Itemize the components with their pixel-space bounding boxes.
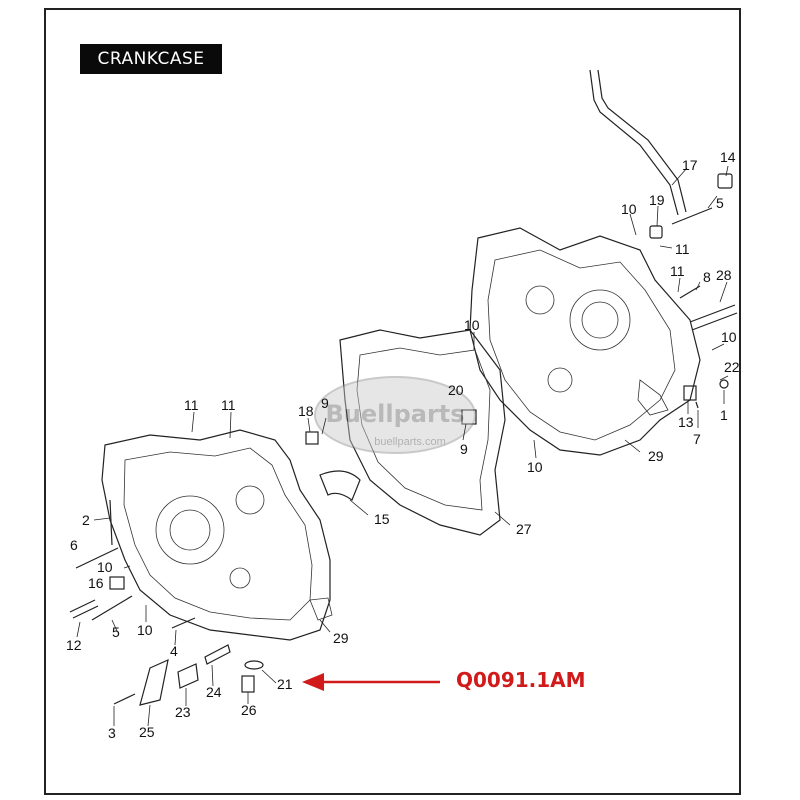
label-13: 13 bbox=[678, 414, 694, 430]
label-3: 3 bbox=[108, 725, 116, 741]
label-21: 21 bbox=[277, 676, 293, 692]
label-11c: 11 bbox=[184, 397, 199, 413]
watermark: Buellparts buellparts.com bbox=[314, 376, 476, 454]
label-10f: 10 bbox=[137, 622, 153, 638]
label-22: 22 bbox=[724, 359, 740, 375]
label-10b: 10 bbox=[721, 329, 737, 345]
label-18: 18 bbox=[298, 403, 314, 419]
label-14: 14 bbox=[720, 149, 736, 165]
label-10d: 10 bbox=[464, 317, 480, 333]
label-25: 25 bbox=[139, 724, 155, 740]
label-10a: 10 bbox=[621, 201, 637, 217]
label-11d: 11 bbox=[221, 397, 236, 413]
label-11a: 11 bbox=[675, 241, 690, 257]
label-15: 15 bbox=[374, 511, 390, 527]
breather-hose bbox=[589, 69, 687, 216]
label-19: 19 bbox=[649, 192, 665, 208]
watermark-url: buellparts.com bbox=[374, 436, 446, 448]
label-9b: 9 bbox=[460, 441, 468, 457]
label-1: 1 bbox=[720, 407, 728, 423]
label-5a: 5 bbox=[716, 195, 724, 211]
label-12: 12 bbox=[66, 637, 82, 653]
crankcase-gasket bbox=[339, 329, 506, 536]
label-11b: 11 bbox=[670, 263, 685, 279]
diagram-title: CRANKCASE bbox=[80, 44, 222, 74]
label-23: 23 bbox=[175, 704, 191, 720]
label-29a: 29 bbox=[333, 630, 349, 646]
right-crankcase-half bbox=[469, 227, 701, 456]
label-5b: 5 bbox=[112, 624, 120, 640]
label-6: 6 bbox=[70, 537, 78, 553]
label-10c: 10 bbox=[527, 459, 543, 475]
label-4: 4 bbox=[170, 643, 178, 659]
left-crankcase-half bbox=[101, 429, 333, 641]
label-2: 2 bbox=[82, 512, 90, 528]
label-8: 8 bbox=[703, 269, 711, 285]
reference-arrow bbox=[302, 673, 440, 691]
watermark-brand: Buellparts bbox=[325, 400, 464, 428]
label-29b: 29 bbox=[648, 448, 664, 464]
label-20: 20 bbox=[448, 382, 464, 398]
label-26: 26 bbox=[241, 702, 257, 718]
label-10e: 10 bbox=[97, 559, 113, 575]
label-16: 16 bbox=[88, 575, 104, 591]
reference-code: Q0091.1AM bbox=[456, 668, 586, 692]
fasteners bbox=[69, 173, 738, 706]
label-27: 27 bbox=[516, 521, 532, 537]
label-7: 7 bbox=[693, 431, 701, 447]
label-24: 24 bbox=[206, 684, 222, 700]
leader-lines bbox=[76, 165, 729, 727]
label-17: 17 bbox=[682, 157, 698, 173]
label-28: 28 bbox=[716, 267, 732, 283]
label-9a: 9 bbox=[321, 395, 329, 411]
part-labels: 17 14 19 10 5 11 11 8 28 10 22 1 13 7 29… bbox=[66, 149, 740, 741]
